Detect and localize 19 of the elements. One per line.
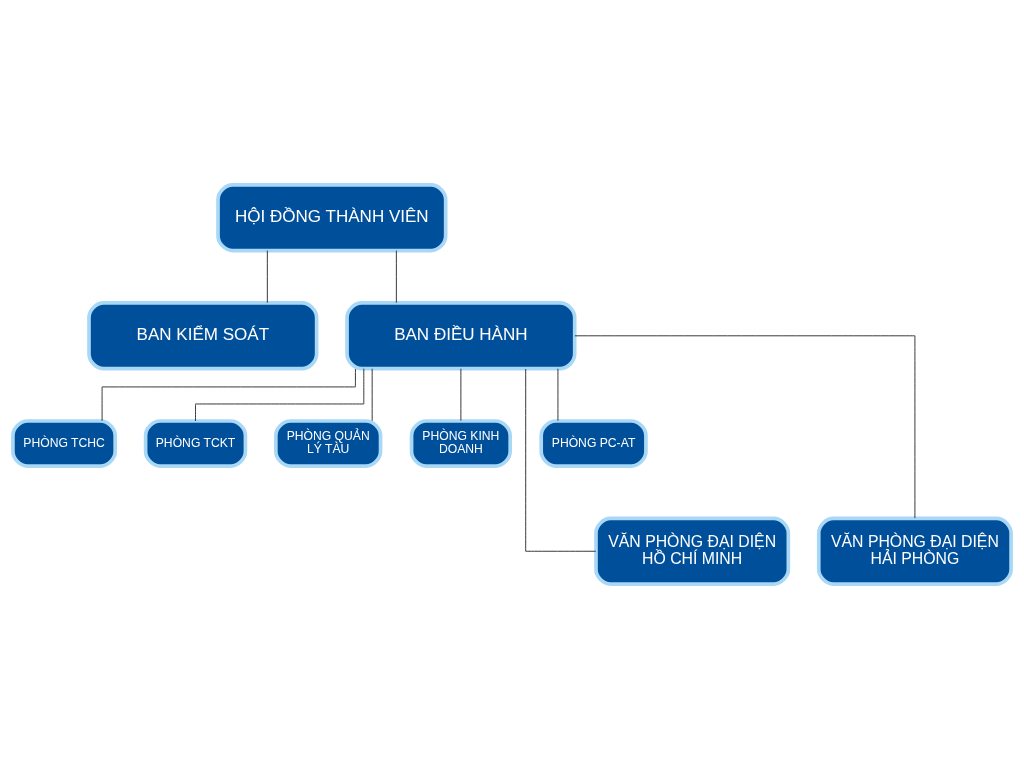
- node-box: VĂN PHÒNG ĐẠI DIỆN HẢI PHÒNG: [816, 516, 1013, 586]
- connector: [101, 368, 356, 421]
- connector: [525, 368, 597, 552]
- node-box: PHÒNG KINH DOANH: [409, 418, 512, 468]
- node-box: BAN KIỂM SOÁT: [87, 300, 319, 370]
- connector: [557, 367, 559, 421]
- connector: [266, 249, 268, 303]
- node-box: VĂN PHÒNG ĐẠI DIỆN HỒ CHÍ MINH: [594, 516, 791, 586]
- connector: [195, 367, 365, 421]
- node-box: HỘI ĐỒNG THÀNH VIÊN: [216, 182, 448, 252]
- node-box: PHÒNG TCKT: [143, 418, 248, 468]
- node-box: PHÒNG PC-AT: [539, 418, 648, 468]
- connector: [574, 334, 916, 519]
- connector: [460, 367, 462, 421]
- node-box: PHÒNG QUẢN LÝ TÀU: [274, 418, 383, 468]
- connector: [395, 249, 397, 303]
- node-box: PHÒNG TCHC: [11, 418, 117, 468]
- connector: [371, 367, 373, 421]
- node-box: BAN ĐIỀU HÀNH: [345, 300, 577, 370]
